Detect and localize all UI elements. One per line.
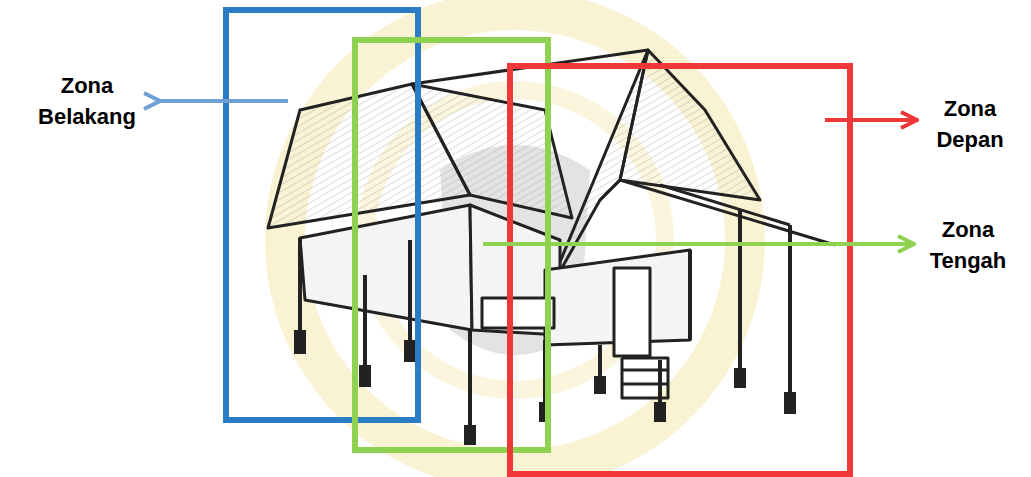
leader-arrow [825,118,915,122]
zone-label: Zona Tengah [922,214,1014,276]
rear-zone-frame [226,10,418,420]
front-zone-frame [510,66,850,474]
zone-label: Zona Belakang [31,70,143,132]
zone-label: Zona Depan [930,93,1010,155]
leader-arrow [483,242,912,246]
leader-arrow [158,99,288,103]
